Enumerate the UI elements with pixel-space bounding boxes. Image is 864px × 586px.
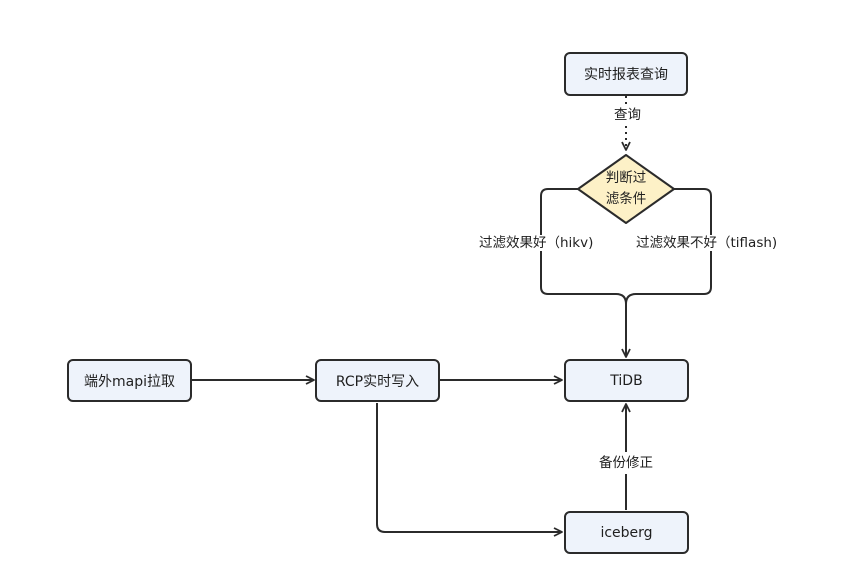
edge-rcp-to-iceberg: [376, 403, 563, 537]
edge-label-filter-bad: 过滤效果不好（tiflash): [634, 235, 780, 251]
node-iceberg: iceberg: [564, 511, 689, 554]
decision-label-line2: 滤条件: [605, 191, 647, 207]
decision-diamond: [577, 154, 675, 224]
edge-label-query: 查询: [612, 107, 643, 123]
edge-label-filter-good: 过滤效果好（hikv): [477, 235, 596, 251]
node-rcp-realtime-write: RCP实时写入: [315, 359, 440, 402]
node-realtime-report-query: 实时报表查询: [564, 52, 688, 96]
edge-label-backup-fix: 备份修正: [597, 452, 655, 474]
node-tidb: TiDB: [564, 359, 689, 402]
decision-label-line1: 判断过: [605, 170, 647, 186]
edge-decision-right-branch: [625, 188, 712, 305]
edge-decision-left-branch: [540, 188, 631, 358]
decision-label: 判断过 滤条件: [586, 168, 666, 210]
node-external-mapi-pull: 端外mapi拉取: [67, 359, 192, 402]
